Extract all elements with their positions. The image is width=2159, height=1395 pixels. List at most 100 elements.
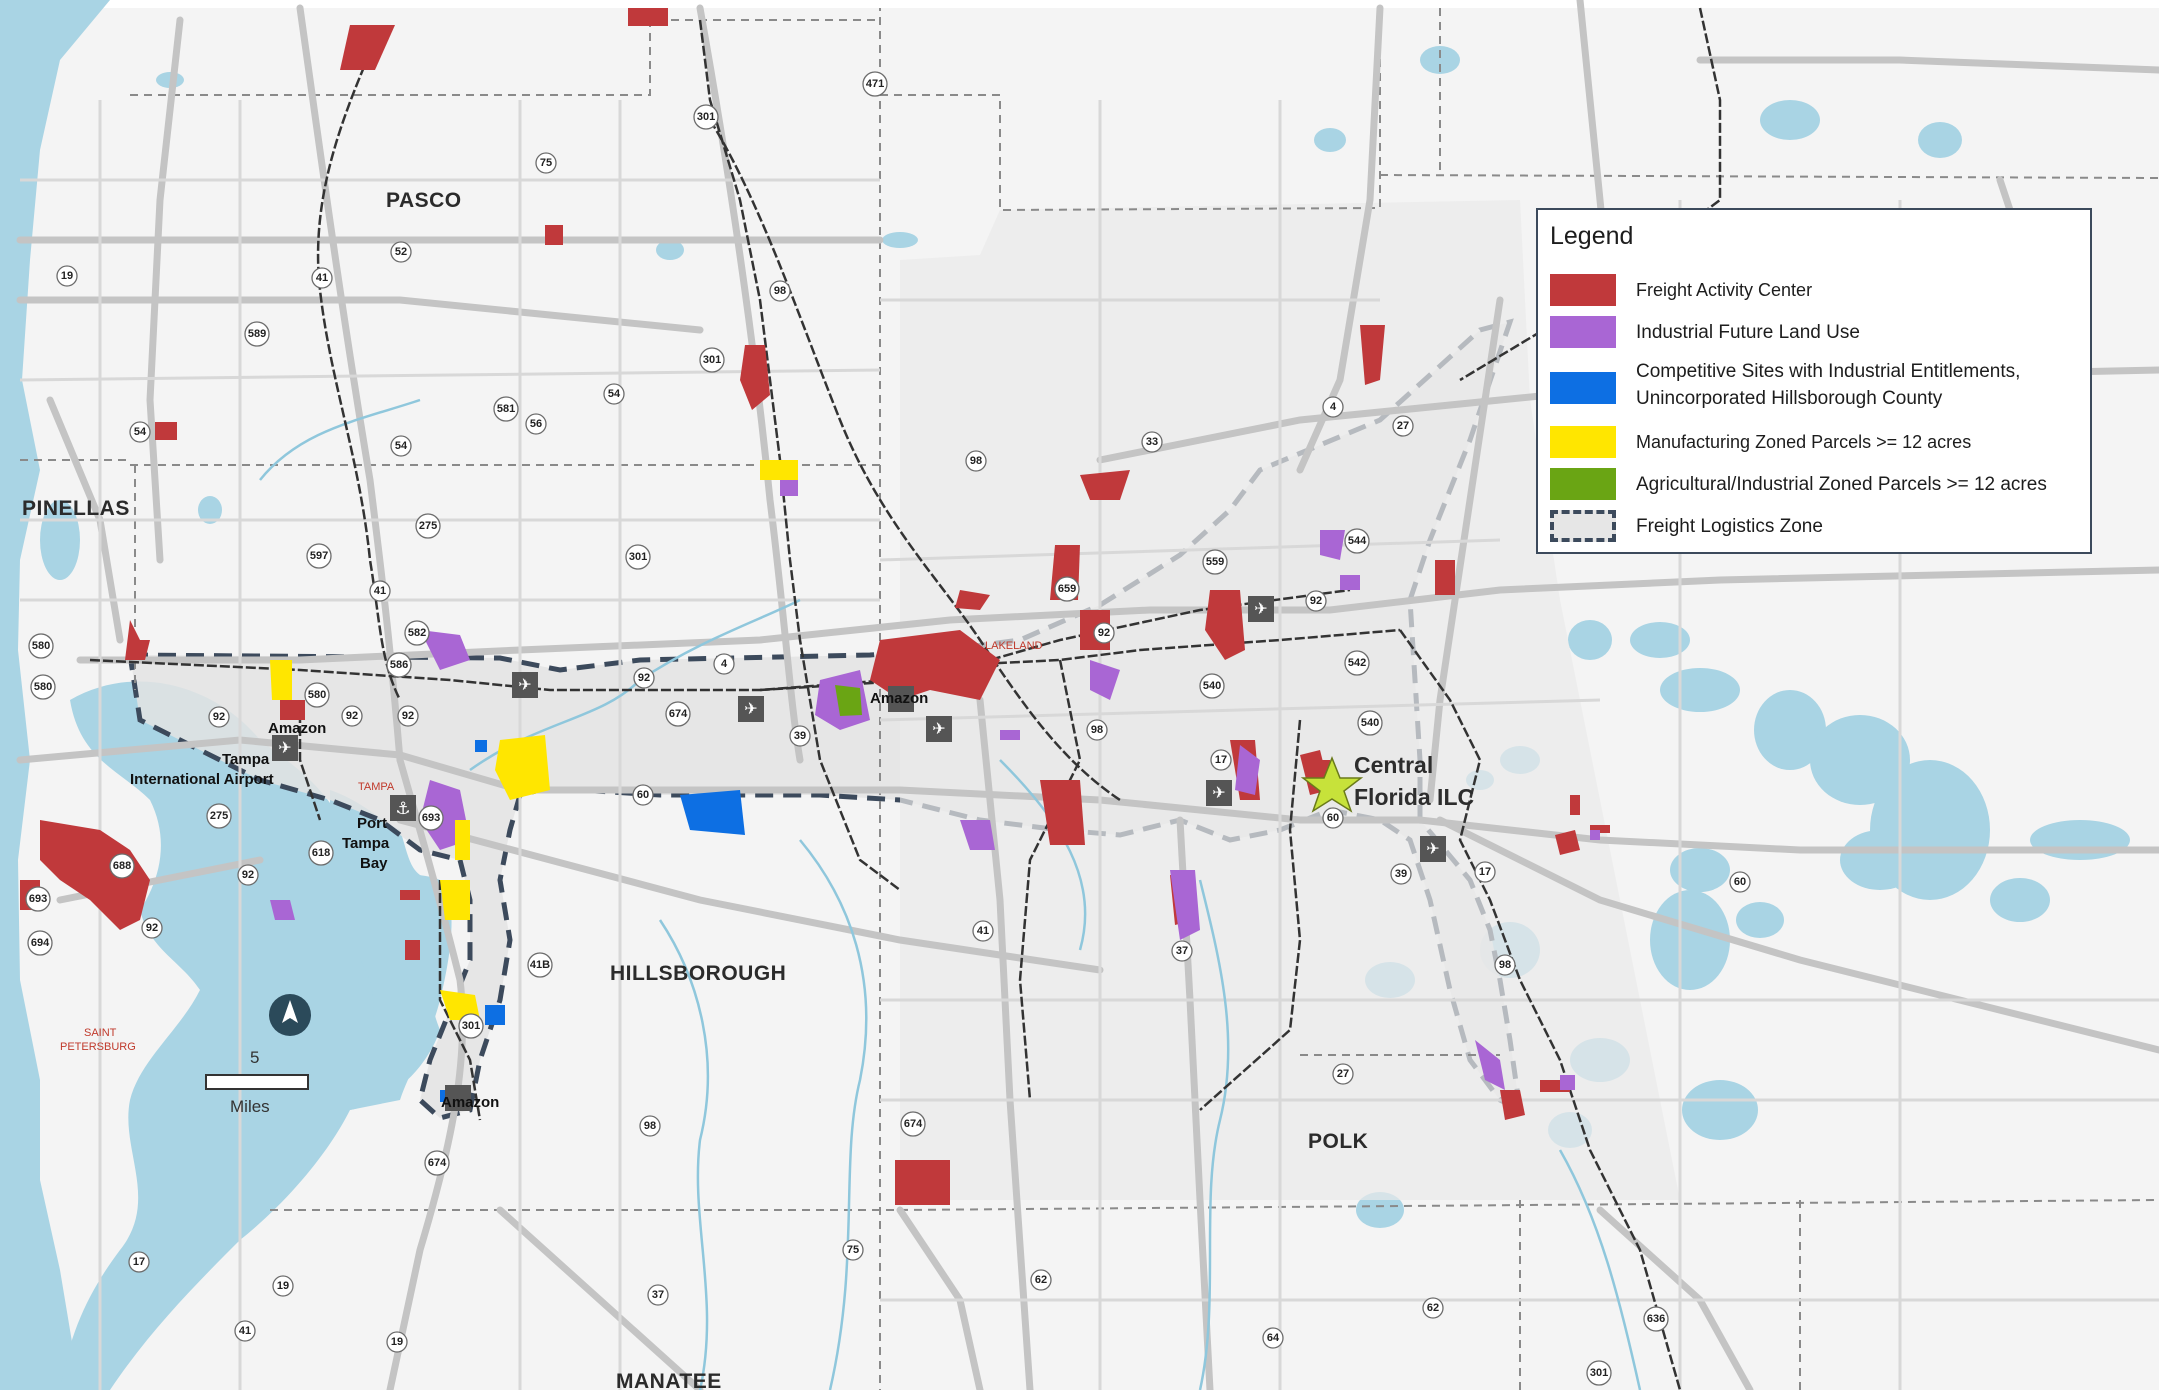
road-shield-label: 54: [134, 426, 147, 438]
legend-swatch: [1550, 316, 1616, 348]
road-shield-label: 52: [395, 246, 407, 258]
legend-label: Industrial Future Land Use: [1636, 322, 1860, 343]
road-shield: 98: [769, 280, 791, 302]
port-tampa-bay-label: Bay: [360, 855, 388, 872]
road-shield: 41: [311, 267, 333, 289]
city-label-lakeland: LAKELAND: [985, 640, 1043, 652]
road-shield-label: 41: [239, 1325, 251, 1337]
road-shield: 17: [1474, 861, 1496, 883]
road-shield: 27: [1332, 1063, 1354, 1085]
legend-title: Legend: [1550, 222, 1634, 250]
road-shield-label: 92: [638, 672, 650, 684]
svg-text:N: N: [286, 1018, 294, 1030]
legend-label: Manufacturing Zoned Parcels >= 12 acres: [1636, 432, 1972, 452]
amazon-icon: [445, 1085, 471, 1111]
road-shield-label: 41: [316, 272, 328, 284]
road-shield-label: 580: [34, 681, 52, 693]
road-shield: 589: [244, 321, 270, 347]
road-shield: 92: [633, 667, 655, 689]
road-shield: 301: [458, 1013, 484, 1039]
city-label-saint-petersburg: SAINT: [84, 1027, 117, 1039]
road-shield-label: 301: [703, 354, 721, 366]
road-shield: 674: [665, 701, 691, 727]
svg-text:✈: ✈: [1254, 601, 1267, 618]
road-shield-label: 98: [1499, 959, 1511, 971]
road-shield-label: 301: [1590, 1367, 1608, 1379]
road-shield: 62: [1422, 1297, 1444, 1319]
amazon-icon: [888, 686, 914, 712]
road-shield: 41: [234, 1320, 256, 1342]
road-shield-label: 27: [1337, 1068, 1349, 1080]
roads: [16, 0, 2159, 1394]
manufacturing-parcels: [270, 460, 798, 1020]
road-shield-label: 544: [1348, 535, 1367, 547]
road-shield-label: 92: [146, 922, 158, 934]
road-shield: 693: [25, 886, 51, 912]
road-shield-label: 19: [277, 1280, 289, 1292]
svg-text:⚓: ⚓: [395, 799, 410, 818]
road-shield: 19: [386, 1331, 408, 1353]
road-shield-label: 4: [721, 658, 728, 670]
road-shield: 693: [418, 805, 444, 831]
road-shield-label: 301: [697, 111, 715, 123]
road-shield: 559: [1202, 549, 1228, 575]
road-shield: 17: [1210, 749, 1232, 771]
scale-bar: [205, 1074, 309, 1090]
central-florida-ilc-star[interactable]: [1300, 755, 1364, 813]
road-shield-label: 19: [391, 1336, 403, 1348]
road-shield-label: 540: [1361, 717, 1379, 729]
road-shield: 580: [304, 682, 330, 708]
port-anchor-icon: ⚓: [390, 795, 416, 821]
road-shield-label: 19: [61, 270, 73, 282]
svg-text:✈: ✈: [932, 721, 945, 738]
road-shield-label: 301: [629, 551, 647, 563]
county-label-pasco: PASCO: [386, 189, 462, 212]
legend-label: Unincorporated Hillsborough County: [1636, 388, 1943, 409]
road-shield-label: 618: [312, 847, 330, 859]
county-label-polk: POLK: [1308, 1130, 1368, 1153]
competitive-sites: [440, 740, 745, 1102]
road-shield-label: 17: [1215, 754, 1227, 766]
facility-label: Central: [1354, 752, 1433, 778]
svg-text:✈: ✈: [1426, 841, 1439, 858]
legend-item-competitive-sites: Competitive Sites with Industrial Entitl…: [1550, 358, 2080, 420]
road-shield: 4: [1322, 396, 1344, 418]
airport-icon: ✈: [1420, 836, 1446, 862]
road-shield-label: 693: [29, 893, 47, 905]
road-shield: 60: [1729, 871, 1751, 893]
road-shield: 540: [1357, 710, 1383, 736]
road-shield: 54: [390, 435, 412, 457]
scale-unit: Miles: [230, 1097, 270, 1116]
road-shield: 688: [109, 853, 135, 879]
road-shield: 98: [1086, 719, 1108, 741]
amazon-label: Amazon: [441, 1094, 499, 1111]
legend: Legend Freight Activity Center Industria…: [1536, 208, 2092, 554]
road-shield-label: 37: [652, 1289, 664, 1301]
road-shield-label: 64: [1267, 1332, 1280, 1344]
road-shield-label: 688: [113, 860, 131, 872]
legend-item-freight-logistics-zone: Freight Logistics Zone: [1550, 508, 2080, 548]
road-shield-label: 98: [1091, 724, 1103, 736]
road-shield-label: 694: [31, 937, 50, 949]
road-shield: 39: [1390, 863, 1412, 885]
road-shield: 54: [603, 383, 625, 405]
amazon-label: Amazon: [268, 720, 326, 737]
road-shield: 92: [208, 706, 230, 728]
svg-text:✈: ✈: [278, 740, 291, 757]
road-shield: 98: [965, 450, 987, 472]
road-shield-label: 674: [904, 1118, 923, 1130]
legend-label: Freight Activity Center: [1636, 280, 1813, 300]
road-shield-label: 60: [1734, 876, 1746, 888]
road-shield-label: 60: [637, 789, 649, 801]
road-shield: 17: [128, 1251, 150, 1273]
legend-item-freight-activity-center: Freight Activity Center: [1550, 272, 2080, 312]
road-shield-label: 98: [774, 285, 786, 297]
road-shield: 542: [1344, 650, 1370, 676]
svg-text:✈: ✈: [744, 701, 757, 718]
road-shield-label: 62: [1427, 1302, 1439, 1314]
road-shield: 301: [693, 104, 719, 130]
road-shield-label: 586: [390, 659, 408, 671]
road-shield: 92: [1305, 590, 1327, 612]
road-shield: 301: [1586, 1360, 1612, 1386]
